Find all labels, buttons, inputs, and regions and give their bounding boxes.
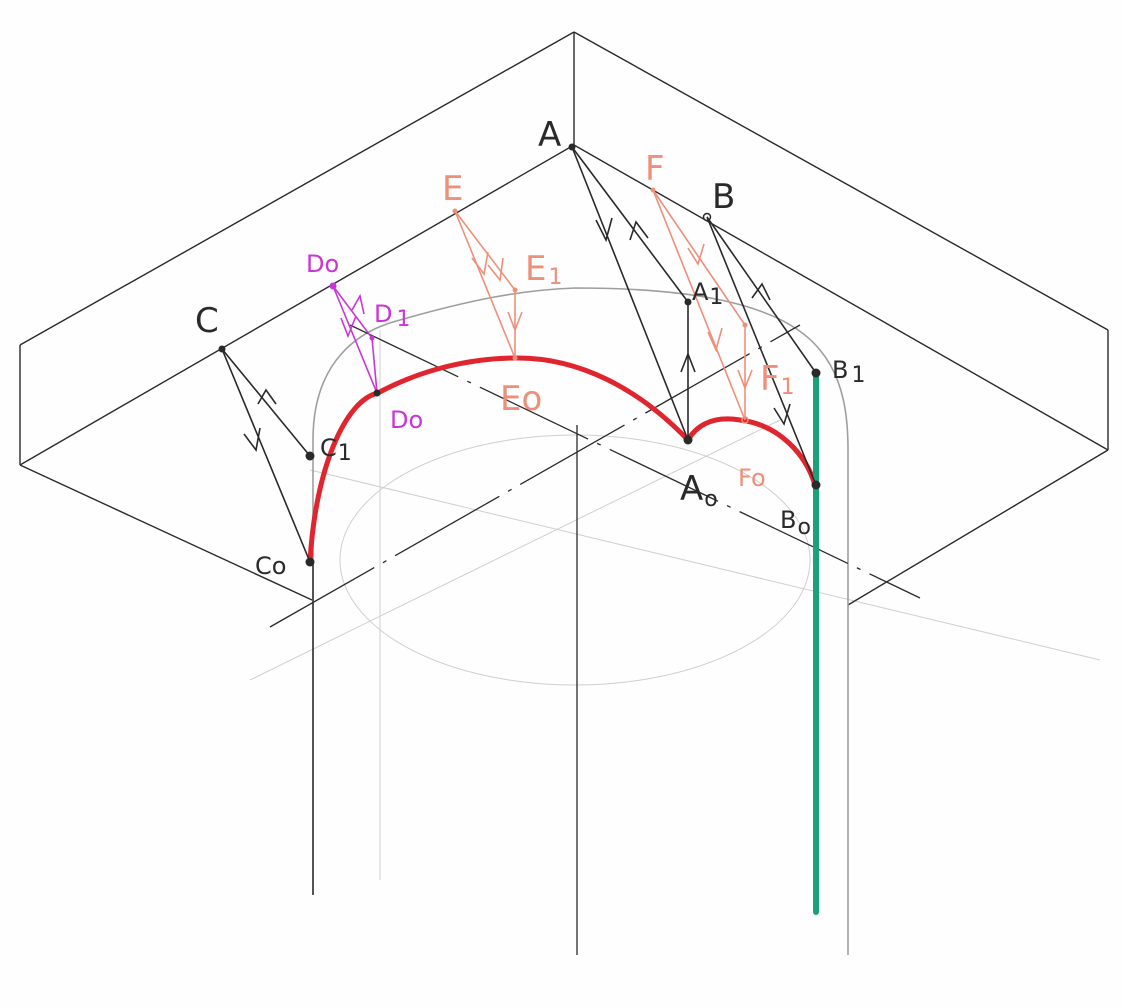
arrowhead <box>680 351 696 373</box>
arch-walls <box>312 287 849 955</box>
slab-inner-left-edge <box>19 144 575 466</box>
point-B0 <box>811 480 821 490</box>
label-B0: Bo <box>780 506 811 540</box>
ray-F-F0 <box>652 189 746 421</box>
arrowhead <box>487 257 504 282</box>
ray-D0-D1 <box>332 285 373 339</box>
dash-dot-line-2 <box>349 324 921 599</box>
salmon-light-rays <box>454 189 746 421</box>
point-D0-bottom <box>373 389 381 397</box>
magenta-light-rays <box>332 285 378 394</box>
label-C0: Co <box>255 552 286 580</box>
arrowhead <box>751 282 771 301</box>
arrowhead <box>629 220 649 241</box>
label-D0-top: Do <box>306 250 339 278</box>
label-F1: F1 <box>760 359 795 400</box>
ray-F-F1 <box>652 189 746 326</box>
label-E1: E1 <box>525 249 562 290</box>
label-D0-bottom: Do <box>390 406 423 434</box>
arrowhead <box>257 388 277 405</box>
point-A <box>568 143 576 151</box>
black-light-rays <box>221 146 817 563</box>
salmon-arrowheads <box>471 243 753 391</box>
arrowhead <box>595 217 613 243</box>
slab-top-right-edge <box>573 31 1109 331</box>
point-C1 <box>305 451 315 461</box>
ray-D1-D0 <box>371 337 378 394</box>
label-A0: Ao <box>680 469 718 512</box>
slab-outline <box>19 31 1109 606</box>
ray-D0-D0 <box>332 285 378 394</box>
label-F: F <box>645 149 665 189</box>
label-A: A <box>538 115 561 155</box>
ray-E-E1 <box>454 210 516 291</box>
black-arrowheads <box>243 217 791 452</box>
point-F0 <box>741 416 749 424</box>
ray-C-C1 <box>221 348 311 457</box>
point-E0 <box>512 355 518 361</box>
ray-C-C0 <box>221 348 311 563</box>
arrowhead <box>737 369 753 391</box>
labels-salmon: E E1 Eo F F1 Fo <box>442 149 795 492</box>
arch-grey-outline <box>312 287 849 955</box>
label-A1: A1 <box>692 278 723 310</box>
label-C1: C1 <box>320 434 352 466</box>
ray-A-A0 <box>571 146 689 441</box>
label-B: B <box>712 177 735 217</box>
label-F0: Fo <box>738 464 766 492</box>
ray-B-B0 <box>706 216 817 486</box>
arrowhead <box>687 243 705 266</box>
faint-construction-lines <box>249 330 1101 880</box>
faint-construction-circle <box>339 434 811 686</box>
shadow-curve <box>307 355 818 565</box>
arrowhead <box>340 315 357 339</box>
point-F1 <box>742 322 748 328</box>
slab-lower-left-edge <box>19 464 313 601</box>
point-F <box>650 187 656 193</box>
point-E1 <box>512 287 518 293</box>
label-C: C <box>195 301 219 341</box>
dash-dot-line-1 <box>269 324 801 628</box>
ray-E-E0 <box>454 210 516 359</box>
ray-A-A1 <box>571 146 689 303</box>
point-D1 <box>369 335 375 341</box>
points <box>218 143 821 567</box>
point-A0 <box>683 435 693 445</box>
faint-guide-line <box>249 419 781 681</box>
point-B <box>702 212 712 222</box>
point-B1 <box>811 368 821 378</box>
slab-lower-right-edge <box>847 449 1109 606</box>
arrowhead <box>243 427 261 452</box>
arrowhead <box>707 327 723 353</box>
label-E: E <box>442 169 463 209</box>
arrowhead <box>351 293 365 315</box>
point-D0-top <box>329 282 337 290</box>
point-C0 <box>305 557 315 567</box>
axis-lines <box>269 324 921 955</box>
point-E <box>452 208 458 214</box>
point-C <box>218 345 226 353</box>
point-A1 <box>684 298 692 306</box>
slab-top-left-edge <box>19 31 575 346</box>
arrowhead <box>471 251 489 276</box>
arrowhead <box>507 311 523 333</box>
faint-guide-line <box>309 469 1101 661</box>
slab-inner-right-edge <box>573 144 1109 451</box>
ray-B-B1 <box>706 216 817 374</box>
arrowhead <box>773 403 791 426</box>
label-E0: Eo <box>500 379 542 419</box>
